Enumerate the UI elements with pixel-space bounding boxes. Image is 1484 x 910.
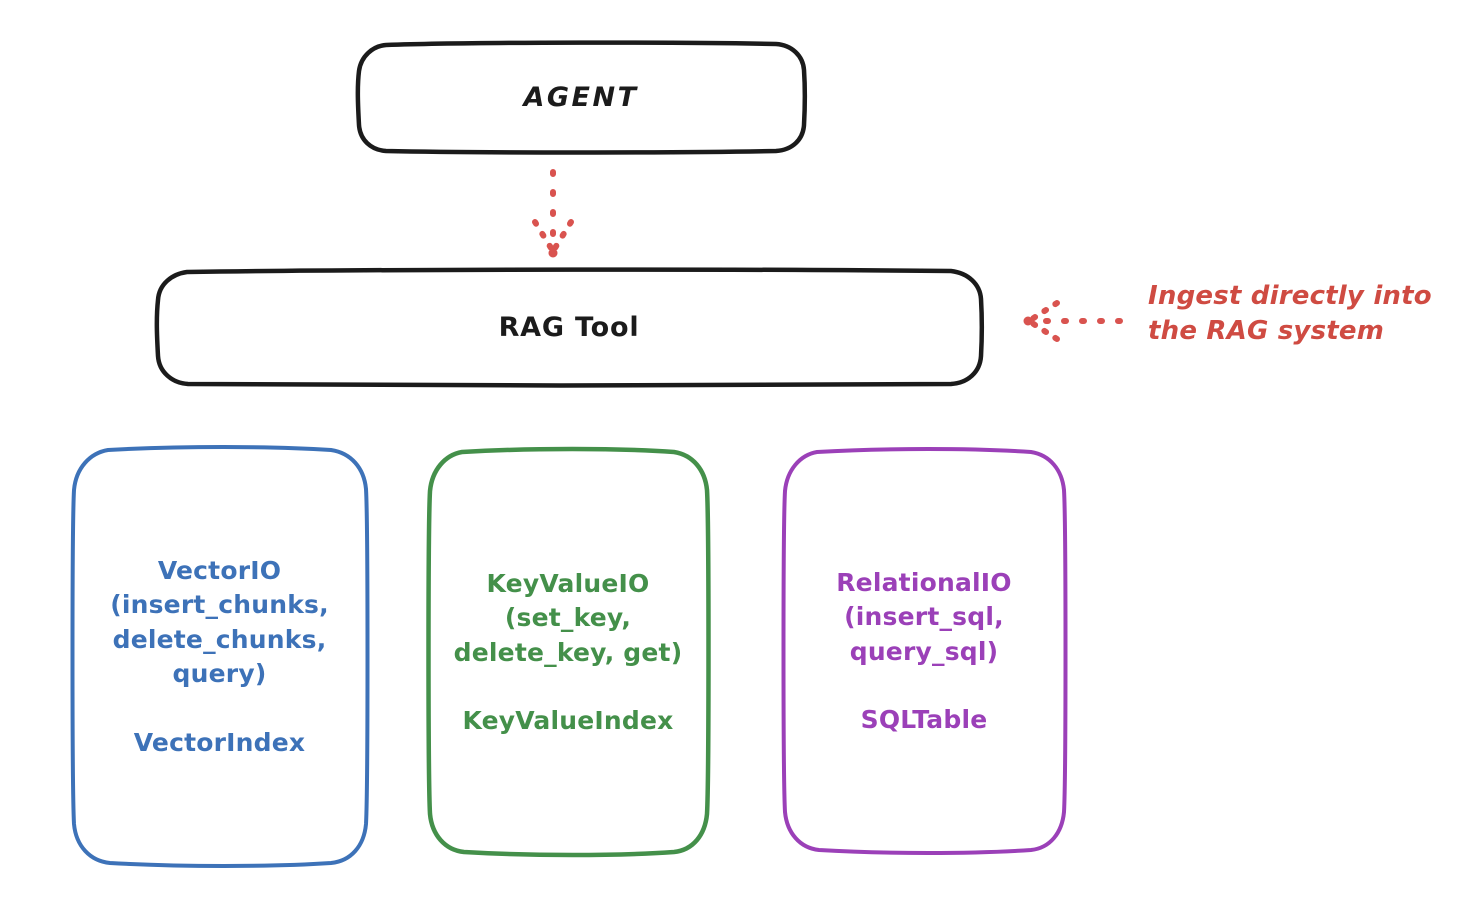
relational-io-node[interactable]: RelationalIO (insert_sql, query_sql) SQL… bbox=[781, 447, 1068, 855]
key-value-io-index-label: KeyValueIndex bbox=[462, 706, 674, 735]
vector-io-api-label: VectorIO (insert_chunks, delete_chunks, … bbox=[110, 555, 329, 689]
rag-tool-node[interactable]: RAG Tool bbox=[154, 267, 984, 388]
key-value-io-node[interactable]: KeyValueIO (set_key, delete_key, get) Ke… bbox=[426, 446, 711, 858]
agent-node[interactable]: AGENT bbox=[355, 40, 807, 155]
vector-io-index-label: VectorIndex bbox=[133, 727, 306, 757]
vector-io-node[interactable]: VectorIO (insert_chunks, delete_chunks, … bbox=[70, 445, 370, 868]
ingest-annotation-text: Ingest directly into the RAG system bbox=[1148, 281, 1432, 347]
relational-io-index-label: SQLTable bbox=[860, 705, 988, 734]
agent-label: AGENT bbox=[523, 81, 639, 113]
key-value-io-api-label: KeyValueIO (set_key, delete_key, get) bbox=[453, 568, 683, 667]
ingest-to-rag-tool-arrow bbox=[1023, 300, 1123, 342]
rag-tool-label: RAG Tool bbox=[498, 311, 640, 343]
relational-io-api-label: RelationalIO (insert_sql, query_sql) bbox=[836, 567, 1012, 666]
agent-to-rag-tool-arrow bbox=[532, 169, 574, 258]
